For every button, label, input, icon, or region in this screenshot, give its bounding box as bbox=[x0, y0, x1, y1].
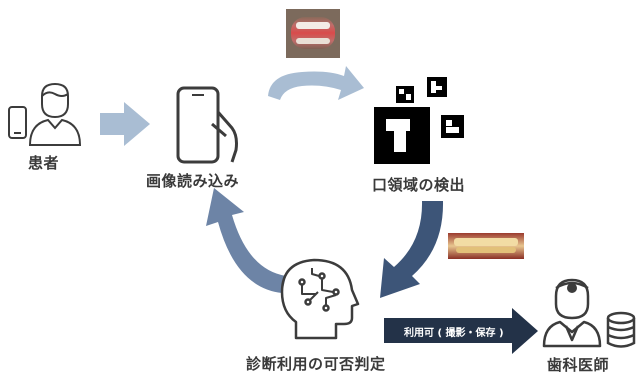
edge-label-not-ok: 不可 bbox=[233, 282, 253, 293]
edge-label-ok: 利用可 ( 撮影・保存 ) bbox=[404, 328, 504, 339]
node-label-judge: 診断利用の可否判定 bbox=[246, 355, 386, 373]
marker-small-1 bbox=[396, 86, 414, 103]
marker-large bbox=[374, 107, 430, 164]
arrow-capture-to-detect bbox=[268, 66, 364, 100]
smartphone-hand-icon bbox=[176, 86, 238, 164]
teeth-photo-thumbnail bbox=[448, 233, 524, 259]
mouth-photo-thumbnail bbox=[286, 9, 340, 58]
person-body-icon bbox=[28, 118, 82, 146]
node-label-patient: 患者 bbox=[28, 154, 60, 172]
dentist-icon bbox=[542, 278, 602, 348]
patient-icon bbox=[8, 82, 82, 146]
ai-head-icon bbox=[280, 258, 360, 340]
arrow-patient-to-capture bbox=[100, 102, 150, 146]
arrow-judge-to-capture bbox=[206, 188, 286, 293]
arrow-judge-to-dentist bbox=[384, 308, 538, 354]
phone-icon bbox=[8, 106, 27, 139]
person-head-icon bbox=[41, 82, 69, 119]
node-label-mouth-detect: 口領域の検出 bbox=[372, 176, 466, 194]
marker-small-2 bbox=[427, 77, 447, 97]
marker-small-3 bbox=[441, 115, 464, 138]
database-icon bbox=[606, 311, 636, 348]
arrow-detect-to-judge bbox=[380, 201, 444, 298]
node-label-dentist: 歯科医師 bbox=[547, 356, 610, 374]
node-label-capture: 画像読み込み bbox=[146, 172, 240, 190]
